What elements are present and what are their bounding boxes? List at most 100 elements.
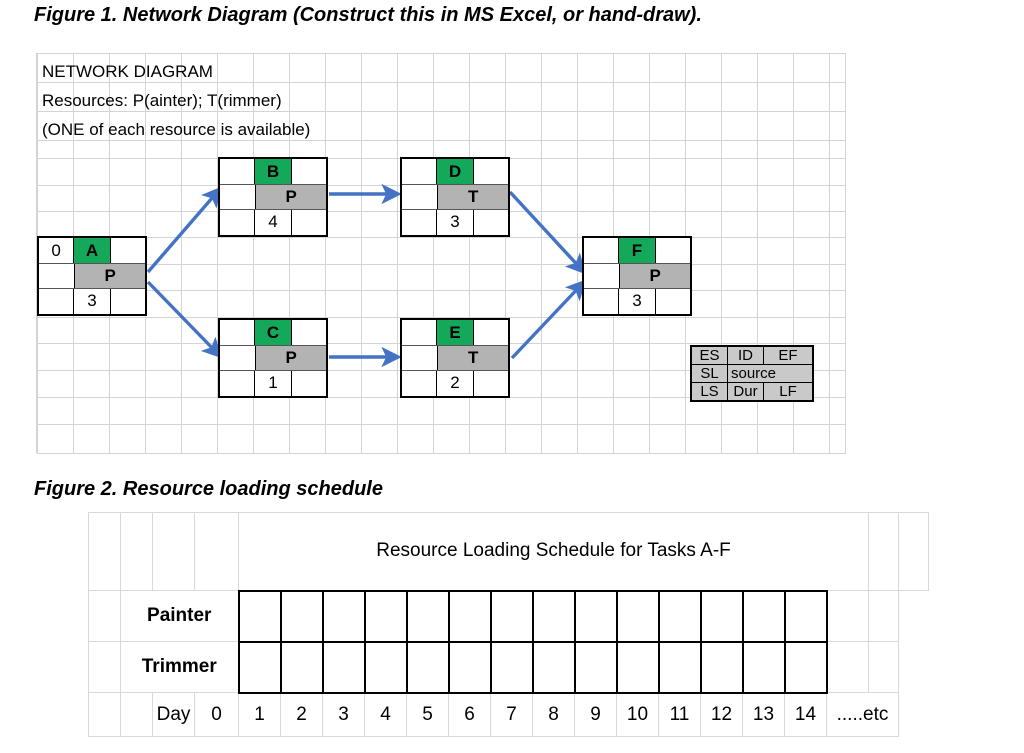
node-b-sl [220, 185, 256, 209]
painter-day-10-cell[interactable] [615, 589, 660, 643]
task-node-b[interactable]: B P 4 [218, 157, 328, 237]
node-c-resource: P [255, 346, 326, 370]
node-d-sl [402, 185, 438, 209]
legend-es: ES [692, 347, 728, 364]
task-node-d[interactable]: D T 3 [400, 157, 510, 237]
node-e-ls [402, 370, 438, 396]
spacer-cell [868, 641, 899, 693]
grid-col [253, 54, 254, 453]
trimmer-day-9-cell[interactable] [573, 640, 618, 694]
painter-day-11-cell[interactable] [657, 589, 702, 643]
diagram-header-line-3: (ONE of each resource is available) [42, 120, 311, 139]
grid-col [217, 54, 218, 453]
grid-col [793, 54, 794, 453]
painter-day-5-cell[interactable] [405, 589, 450, 643]
spacer-cell [88, 641, 121, 693]
node-a-sl [39, 264, 75, 288]
trimmer-day-8-cell[interactable] [531, 640, 576, 694]
spacer-cell [152, 512, 195, 591]
node-e-sl [402, 346, 438, 370]
node-c-es [220, 320, 256, 346]
node-a-id: A [74, 238, 110, 264]
trimmer-day-4-cell[interactable] [363, 640, 408, 694]
grid-row [37, 140, 846, 141]
painter-day-9-cell[interactable] [573, 589, 618, 643]
arrow-e-to-f [510, 279, 587, 360]
trimmer-day-11-cell[interactable] [657, 640, 702, 694]
painter-day-4-cell[interactable] [363, 589, 408, 643]
trimmer-day-10-cell[interactable] [615, 640, 660, 694]
legend-ls: LS [692, 383, 728, 400]
day-tick-0: 0 [194, 692, 239, 737]
node-d-es [402, 159, 438, 185]
trimmer-day-3-cell[interactable] [321, 640, 366, 694]
spacer-cell [868, 590, 899, 642]
network-arrows [146, 183, 587, 368]
spacer-cell [88, 692, 121, 737]
grid-col [469, 54, 470, 453]
painter-day-13-cell[interactable] [741, 589, 786, 643]
node-b-ls [220, 209, 256, 235]
painter-day-1-cell[interactable] [237, 589, 282, 643]
painter-day-2-cell[interactable] [279, 589, 324, 643]
spacer-cell [194, 512, 239, 591]
grid-col [845, 54, 846, 453]
trimmer-row: Trimmer [88, 640, 929, 694]
node-c-id: C [255, 320, 291, 346]
day-tick-10: 10 [616, 692, 659, 737]
figure1-caption: Figure 1. Network Diagram (Construct thi… [34, 4, 702, 26]
task-node-a[interactable]: 0 A P 3 [37, 236, 147, 316]
trimmer-day-12-cell[interactable] [699, 640, 744, 694]
trimmer-day-2-cell[interactable] [279, 640, 324, 694]
node-legend: ES ID EF SL source LS Dur LF [690, 345, 814, 402]
node-e-ef [472, 320, 508, 346]
grid-row [37, 237, 846, 238]
node-b-duration: 4 [268, 212, 278, 232]
grid-col [757, 54, 758, 453]
node-c-lf [290, 370, 326, 396]
grid-col [361, 54, 362, 453]
grid-row [37, 290, 846, 291]
painter-day-6-cell[interactable] [447, 589, 492, 643]
node-d-lf [472, 209, 508, 235]
task-node-e[interactable]: E T 2 [400, 318, 510, 398]
node-c-ls [220, 370, 256, 396]
grid-col [829, 54, 830, 453]
painter-day-3-cell[interactable] [321, 589, 366, 643]
node-e-es [402, 320, 438, 346]
trimmer-day-1-cell[interactable] [237, 640, 282, 694]
node-c-sl [220, 346, 256, 370]
day-tick-2: 2 [280, 692, 323, 737]
node-d-duration: 3 [450, 212, 460, 232]
grid-col [433, 54, 434, 453]
diagram-header-line-1: NETWORK DIAGRAM [42, 62, 213, 81]
painter-day-14-cell[interactable] [783, 589, 828, 643]
node-b-resource: P [255, 185, 326, 209]
trimmer-day-13-cell[interactable] [741, 640, 786, 694]
trimmer-day-6-cell[interactable] [447, 640, 492, 694]
trimmer-day-14-cell[interactable] [783, 640, 828, 694]
arrow-d-to-f [508, 190, 587, 275]
trimmer-day-5-cell[interactable] [405, 640, 450, 694]
trimmer-day-7-cell[interactable] [489, 640, 534, 694]
painter-day-7-cell[interactable] [489, 589, 534, 643]
diagram-header-line-2: Resources: P(ainter); T(rimmer) [42, 91, 282, 110]
day-tick-7: 7 [490, 692, 533, 737]
day-tick-14: 14 [784, 692, 827, 737]
grid-row [37, 264, 846, 265]
spacer-cell [88, 512, 121, 591]
task-node-c[interactable]: C P 1 [218, 318, 328, 398]
painter-day-12-cell[interactable] [699, 589, 744, 643]
painter-day-8-cell[interactable] [531, 589, 576, 643]
day-axis-row: Day 0 1 2 3 4 5 6 7 8 9 10 11 12 13 14 .… [88, 692, 929, 737]
spacer-cell [826, 590, 869, 642]
task-node-f[interactable]: F P 3 [582, 236, 692, 316]
node-e-duration: 2 [450, 373, 460, 393]
spacer-cell [88, 590, 121, 642]
schedule-table: Resource Loading Schedule for Tasks A-F … [88, 512, 929, 737]
day-tick-9: 9 [574, 692, 617, 737]
day-tick-12: 12 [700, 692, 743, 737]
grid-col [541, 54, 542, 453]
day-tick-8: 8 [532, 692, 575, 737]
node-a-ls [39, 288, 75, 314]
